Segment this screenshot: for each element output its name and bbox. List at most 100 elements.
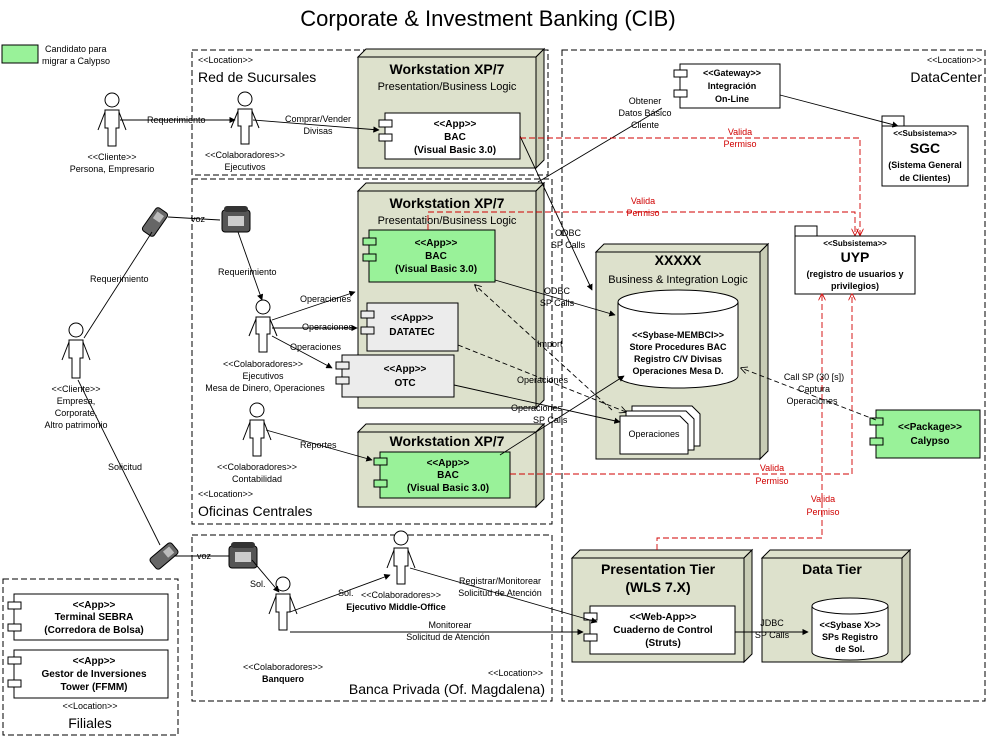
label-solicitud: Solicitud <box>108 462 142 472</box>
bac-1-stereo: <<App>> <box>434 119 477 130</box>
sps-line-3: de Sol. <box>835 644 865 654</box>
membci-line-4: Operaciones Mesa D. <box>632 366 723 376</box>
label-reportes: Reportes <box>300 440 337 450</box>
cuaderno-desc: (Struts) <box>645 638 681 649</box>
label-valida-3b: Permiso <box>755 476 788 486</box>
label-sol-2: Sol. <box>338 588 354 598</box>
cliente-2-line-3: Corporate, <box>55 408 98 418</box>
presentation-tier-subtitle: (WLS 7.X) <box>625 579 690 595</box>
label-mon-1: Monitorear <box>428 620 471 630</box>
label-requerimiento-1: Requerimiento <box>147 115 206 125</box>
sebra-desc: (Corredora de Bolsa) <box>44 625 143 636</box>
connector-labels: Requerimiento Comprar/Vender Divisas voz… <box>90 96 844 642</box>
actor-banquero: <<Colaboradores>> Banquero <box>243 576 323 684</box>
sebra-name: Terminal SEBRA <box>55 612 134 623</box>
cell-phone-icon-1 <box>141 207 169 237</box>
desk-phone-icon-1 <box>221 206 251 233</box>
uyp-stereo: <<Subsistema>> <box>823 239 887 248</box>
sgc-name: SGC <box>910 140 940 156</box>
subsystem-sgc: <<Subsistema>> SGC (Sistema General de C… <box>881 115 969 187</box>
actor-colaboradores-contabilidad: <<Colaboradores>> Contabilidad <box>217 402 297 484</box>
membci-stereo: <<Sybase-MEMBCI>> <box>632 330 724 340</box>
label-requerimiento-2: Requerimiento <box>218 267 277 277</box>
legend-text-2: migrar a Calypso <box>42 56 110 66</box>
red-dashed-connectors <box>427 137 860 550</box>
label-operaciones-3: Operaciones <box>290 342 342 352</box>
presentation-tier-title: Presentation Tier <box>601 561 716 577</box>
label-odbc-1b: SP Calls <box>551 240 586 250</box>
gestor-stereo: <<App>> <box>73 656 116 667</box>
component-cuaderno: <<Web-App>> Cuaderno de Control (Struts) <box>583 605 736 655</box>
label-callsp-2: Captura <box>798 384 830 394</box>
label-valida-3a: Valida <box>760 463 784 473</box>
workstation-1-title: Workstation XP/7 <box>390 61 505 77</box>
label-operaciones-2: Operaciones <box>302 322 354 332</box>
label-valida-2a: Valida <box>631 196 655 206</box>
xxxxx-subtitle: Business & Integration Logic <box>608 274 748 286</box>
actor-cliente-persona: <<Cliente>> Persona, Empresario <box>70 92 154 174</box>
component-gestor: <<App>> Gestor de Inversiones Tower (FFM… <box>7 649 169 699</box>
database-membci: <<Sybase-MEMBCI>> Store Procedures BAC R… <box>617 289 739 389</box>
membci-line-3: Registro C/V Divisas <box>634 354 722 364</box>
label-requerimiento-3: Requerimiento <box>90 274 149 284</box>
workstation-1-subtitle: Presentation/Business Logic <box>378 81 517 93</box>
label-voz-2: voz <box>197 551 212 561</box>
bac-3-name: BAC <box>437 470 459 481</box>
cuaderno-stereo: <<Web-App>> <box>629 612 696 623</box>
label-valida-2b: Permiso <box>626 208 659 218</box>
colab-3-desc: Contabilidad <box>232 474 282 484</box>
uyp-desc-2: privilegios) <box>831 281 879 291</box>
colab-2-stereo: <<Colaboradores>> <box>223 359 303 369</box>
label-valida-4b: Permiso <box>806 507 839 517</box>
label-import: Import <box>537 339 563 349</box>
legend: Candidato para migrar a Calypso <box>1 44 110 66</box>
otc-name: OTC <box>394 378 415 389</box>
zone-filiales-name: Filiales <box>68 715 112 731</box>
label-reg-2: Solicitud de Atención <box>458 588 542 598</box>
label-jdbc-2: SP Calls <box>755 630 790 640</box>
bac-2-name: BAC <box>425 251 447 262</box>
label-comprar-2: Divisas <box>303 126 333 136</box>
label-mon-2: Solicitud de Atención <box>406 632 490 642</box>
subsystem-uyp: <<Subsistema>> UYP (registro de usuarios… <box>794 225 916 295</box>
label-odbc-1a: ODBC <box>555 228 582 238</box>
actor-middle-office: <<Colaboradores>> Ejecutivo Middle-Offic… <box>346 530 446 612</box>
sps-stereo: <<Sybase X>> <box>819 620 880 630</box>
otc-stereo: <<App>> <box>384 364 427 375</box>
component-datatec: <<App>> DATATEC <box>360 302 459 352</box>
colab-1-desc: Ejecutivos <box>224 162 266 172</box>
colab-3-stereo: <<Colaboradores>> <box>217 462 297 472</box>
sps-line-2: SPs Registro <box>822 632 879 642</box>
gestor-name: Gestor de Inversiones <box>41 669 146 680</box>
label-voz-1: voz <box>191 214 206 224</box>
zone-filiales-stereo: <<Location>> <box>62 701 117 711</box>
zone-datacenter-name: DataCenter <box>910 69 982 85</box>
data-tier-title: Data Tier <box>802 561 862 577</box>
sgc-desc-1: (Sistema General <box>888 160 962 170</box>
label-valida-4a: Valida <box>811 494 835 504</box>
bac-1-desc: (Visual Basic 3.0) <box>414 145 496 156</box>
component-bac-2: <<App>> BAC (Visual Basic 3.0) <box>362 229 496 283</box>
membci-line-2: Store Procedures BAC <box>629 342 727 352</box>
cliente-2-line-4: Altro patrimonio <box>44 420 107 430</box>
label-odbc-2b: SP Calls <box>540 298 575 308</box>
label-valida-1a: Valida <box>728 127 752 137</box>
actor-cliente-empresa: <<Cliente>> Empresa, Corporate, Altro pa… <box>44 322 108 430</box>
component-bac-3: <<App>> BAC (Visual Basic 3.0) <box>373 451 511 499</box>
colab-1-stereo: <<Colaboradores>> <box>205 150 285 160</box>
zone-datacenter: <<Location>> DataCenter <box>561 49 986 702</box>
component-otc: <<App>> OTC <box>335 354 455 398</box>
zone-oficinas: <<Location>> Oficinas Centrales <box>191 178 553 525</box>
zone-sucursales: <<Location>> Red de Sucursales <box>191 49 549 176</box>
actor-colaboradores-mesa: <<Colaboradores>> Ejecutivos Mesa de Din… <box>205 299 325 393</box>
sebra-stereo: <<App>> <box>73 600 116 611</box>
workstation-node-2: Workstation XP/7 Presentation/Business L… <box>356 181 546 410</box>
xxxxx-title: XXXXX <box>655 252 702 268</box>
label-ops-b: Operaciones <box>511 403 563 413</box>
bac-2-stereo: <<App>> <box>415 238 458 249</box>
workstation-3-title: Workstation XP/7 <box>390 433 505 449</box>
datatec-stereo: <<App>> <box>391 313 434 324</box>
label-callsp-3: Operaciones <box>786 396 838 406</box>
document-label: Operaciones <box>628 429 680 439</box>
label-operaciones-1: Operaciones <box>300 294 352 304</box>
